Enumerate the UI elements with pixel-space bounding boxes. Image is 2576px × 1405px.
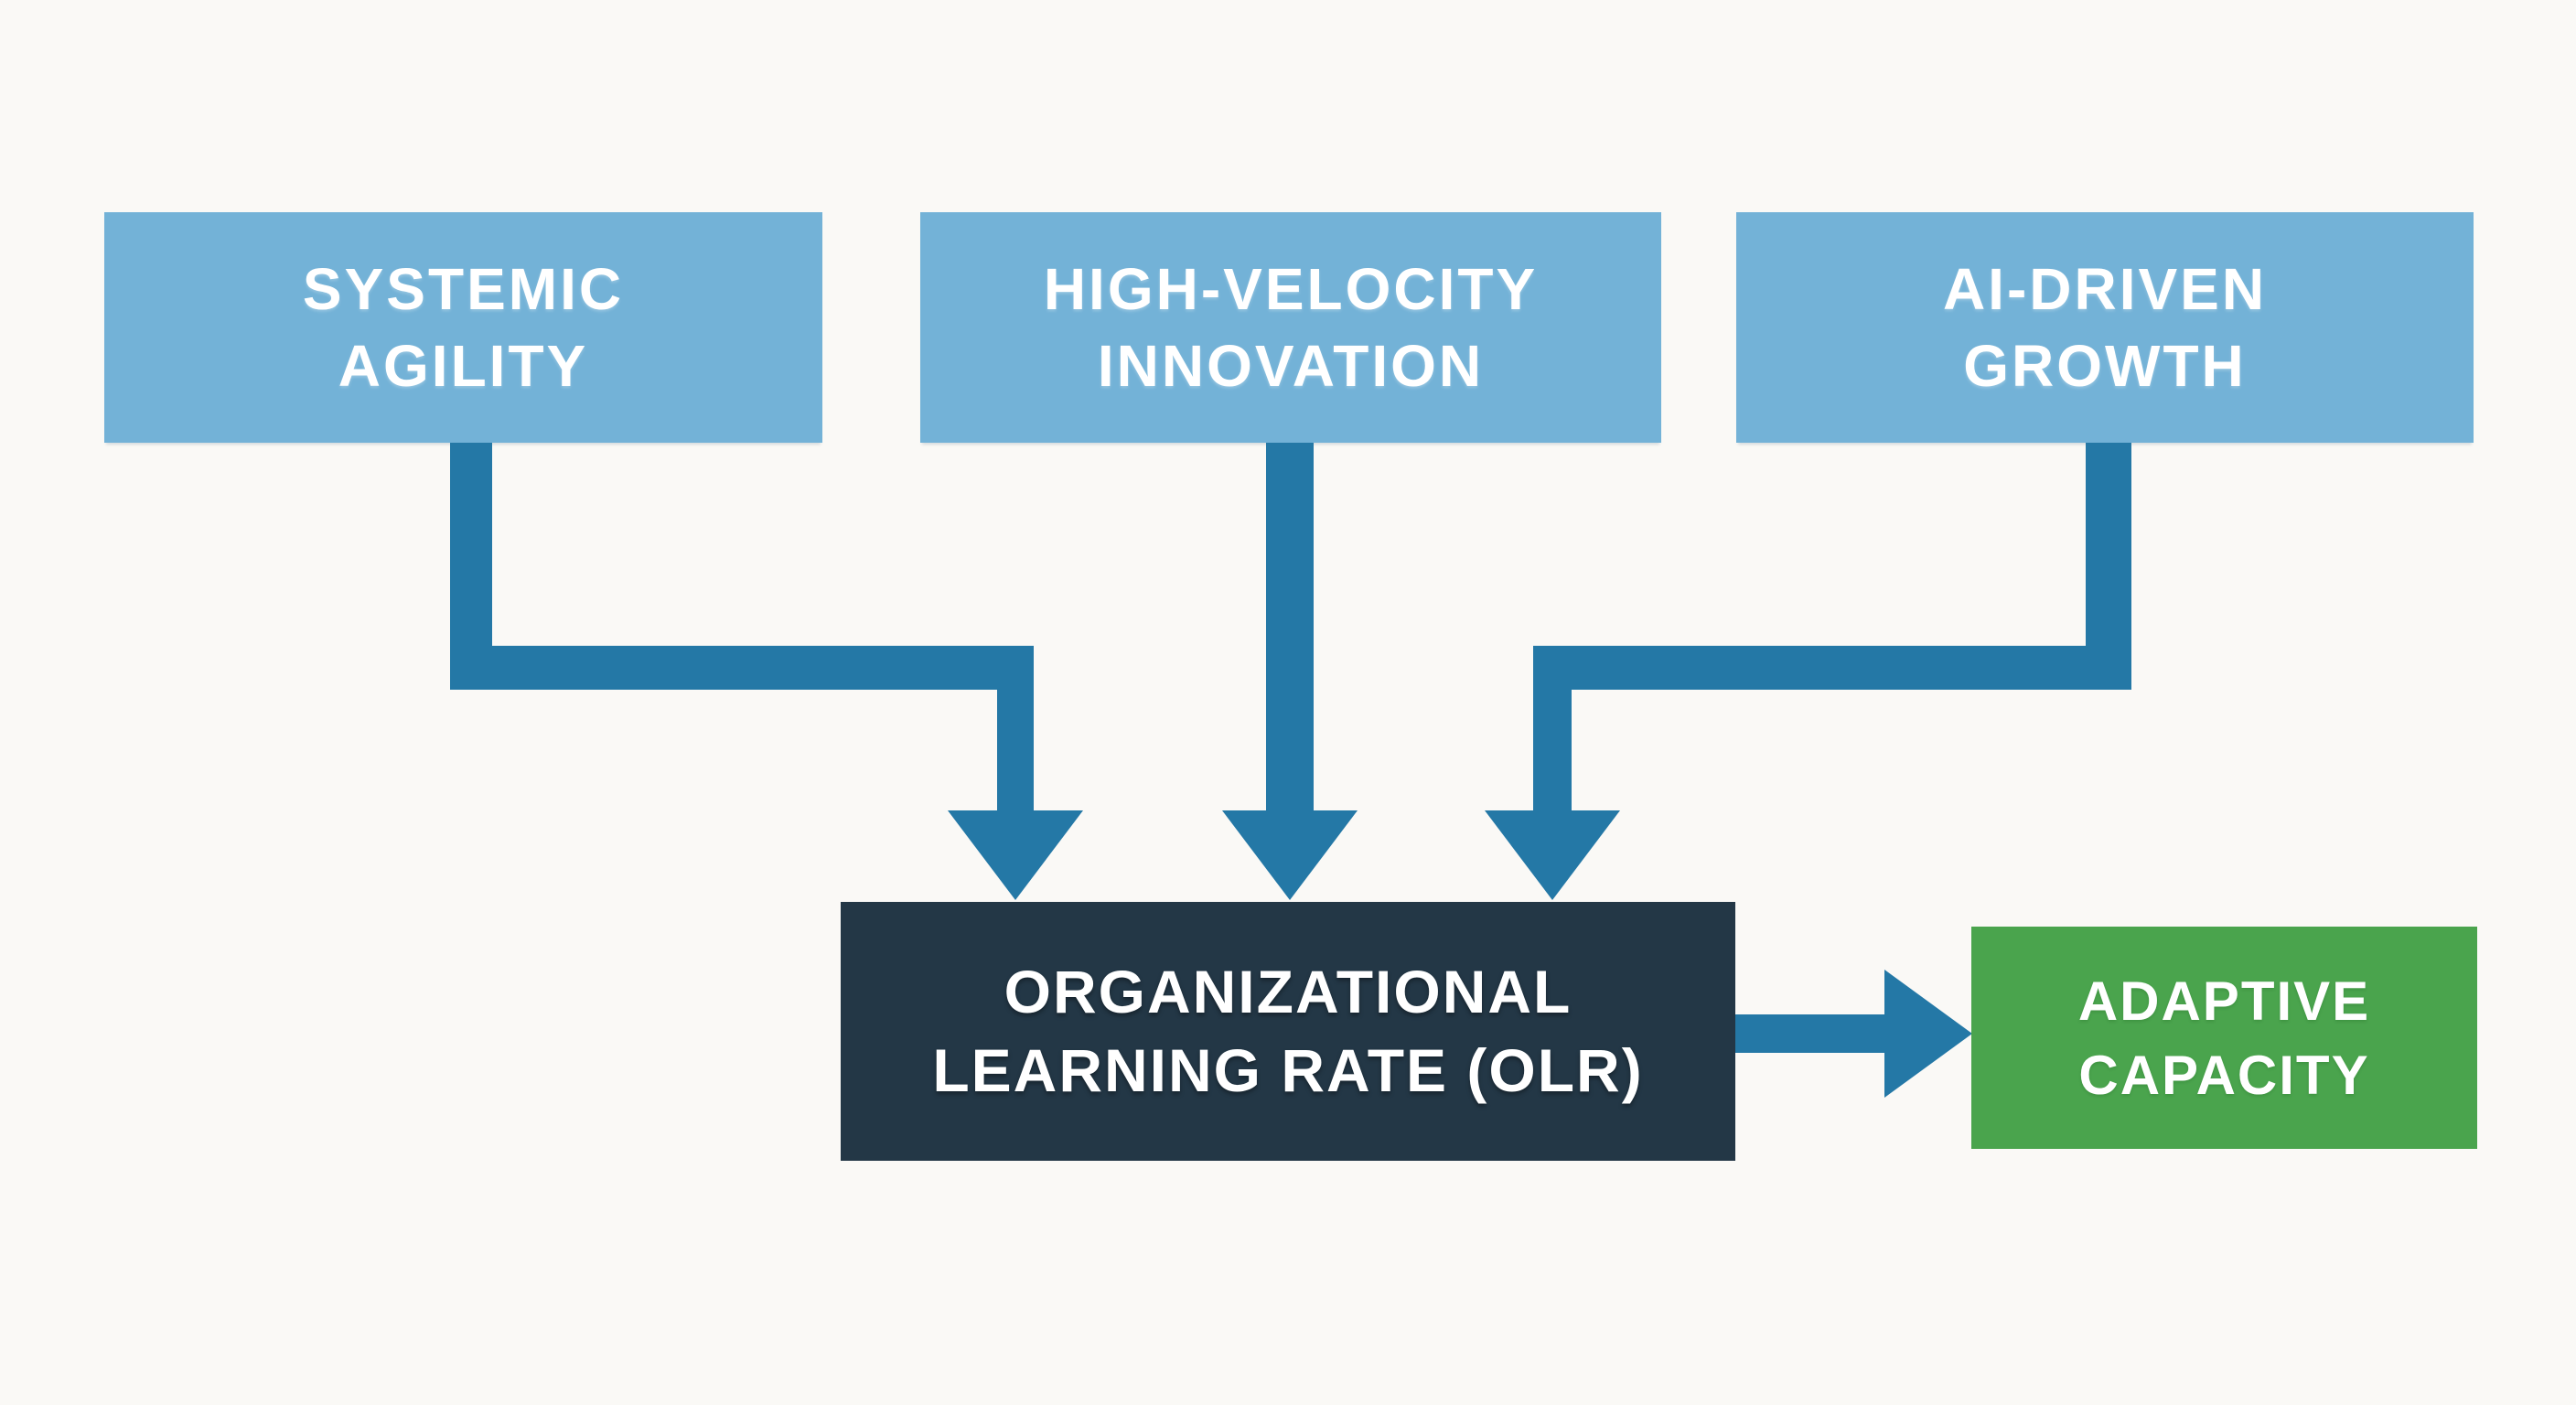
node-label-line: AI-DRIVEN — [1942, 255, 2268, 322]
arrowhead-down-icon — [1222, 810, 1358, 900]
node-label-line: ORGANIZATIONAL — [1004, 957, 1572, 1025]
node-label-line: LEARNING RATE (OLR) — [932, 1035, 1644, 1104]
arrowhead-down-icon — [948, 810, 1083, 900]
node-organizational-learning-rate: ORGANIZATIONAL LEARNING RATE (OLR) — [841, 902, 1735, 1161]
arrowhead-down-icon — [1485, 810, 1620, 900]
arrow-segment-vertical — [1533, 690, 1572, 812]
arrow-segment-horizontal — [1533, 646, 2131, 690]
arrow-segment-horizontal — [450, 646, 1034, 690]
arrow-segment-vertical — [997, 690, 1034, 812]
node-adaptive-capacity: ADAPTIVE CAPACITY — [1971, 927, 2477, 1149]
node-systemic-agility: SYSTEMIC AGILITY — [104, 212, 822, 443]
node-ai-driven-growth: AI-DRIVEN GROWTH — [1736, 212, 2474, 443]
node-label-line: SYSTEMIC — [302, 255, 625, 322]
arrow-segment-vertical — [1266, 443, 1314, 812]
node-label-line: GROWTH — [1963, 333, 2247, 399]
node-label-line: HIGH-VELOCITY — [1043, 255, 1539, 322]
node-high-velocity-innovation: HIGH-VELOCITY INNOVATION — [920, 212, 1661, 443]
node-label-line: AGILITY — [338, 333, 589, 399]
arrow-segment-horizontal — [1735, 1014, 1886, 1053]
node-label-line: ADAPTIVE — [2077, 970, 2371, 1032]
node-label-line: CAPACITY — [2078, 1044, 2370, 1106]
arrowhead-right-icon — [1884, 970, 1972, 1098]
node-label-line: INNOVATION — [1097, 333, 1485, 399]
